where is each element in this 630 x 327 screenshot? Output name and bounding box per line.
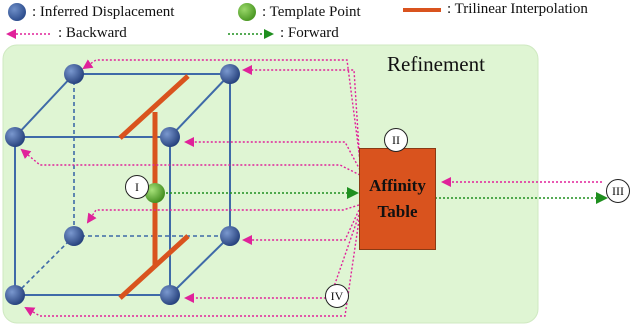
- node-back-bottom-right: [220, 226, 240, 246]
- cube-solid-edges: [14, 73, 231, 296]
- marker-ii: II: [384, 128, 408, 152]
- affinity-table-line1: Affinity: [369, 176, 426, 195]
- node-front-top-right: [160, 127, 180, 147]
- blue-node-icon: [8, 3, 26, 21]
- legend-backward: : Backward: [6, 25, 127, 42]
- legend: : Inferred Displacement : Template Point…: [0, 0, 630, 46]
- legend-template-point-label: : Template Point: [262, 3, 361, 20]
- legend-template-point: : Template Point: [238, 3, 361, 21]
- legend-inferred-displacement: : Inferred Displacement: [8, 3, 174, 21]
- marker-iii: III: [606, 179, 630, 203]
- affinity-table: Affinity Table: [359, 148, 436, 250]
- legend-backward-label: : Backward: [58, 25, 127, 41]
- legend-forward: : Forward: [228, 25, 339, 42]
- legend-forward-label: : Forward: [280, 25, 339, 41]
- marker-iv: IV: [325, 284, 349, 308]
- forward-arrow-icon: [228, 28, 274, 39]
- node-back-bottom-left: [64, 226, 84, 246]
- forward-arrows: [166, 187, 608, 204]
- node-back-top-left: [64, 64, 84, 84]
- legend-trilinear: : Trilinear Interpolation: [403, 1, 588, 18]
- panel-title: Refinement: [387, 52, 485, 76]
- legend-trilinear-label: : Trilinear Interpolation: [447, 1, 588, 17]
- cube-hidden-edges: [14, 74, 230, 296]
- node-front-bottom-left: [5, 285, 25, 305]
- refinement-panel: [2, 44, 539, 324]
- affinity-table-line2: Table: [377, 202, 418, 221]
- marker-i: I: [125, 175, 149, 199]
- node-front-top-left: [5, 127, 25, 147]
- backward-arrow-icon: [6, 28, 52, 39]
- node-front-bottom-right: [160, 285, 180, 305]
- node-back-top-right: [220, 64, 240, 84]
- green-node-icon: [238, 3, 256, 21]
- orange-bar-icon: [403, 7, 441, 12]
- cube-nodes: [5, 64, 240, 305]
- backward-arrows: [20, 59, 602, 317]
- template-point: [145, 183, 165, 203]
- legend-inferred-displacement-label: : Inferred Displacement: [32, 3, 175, 20]
